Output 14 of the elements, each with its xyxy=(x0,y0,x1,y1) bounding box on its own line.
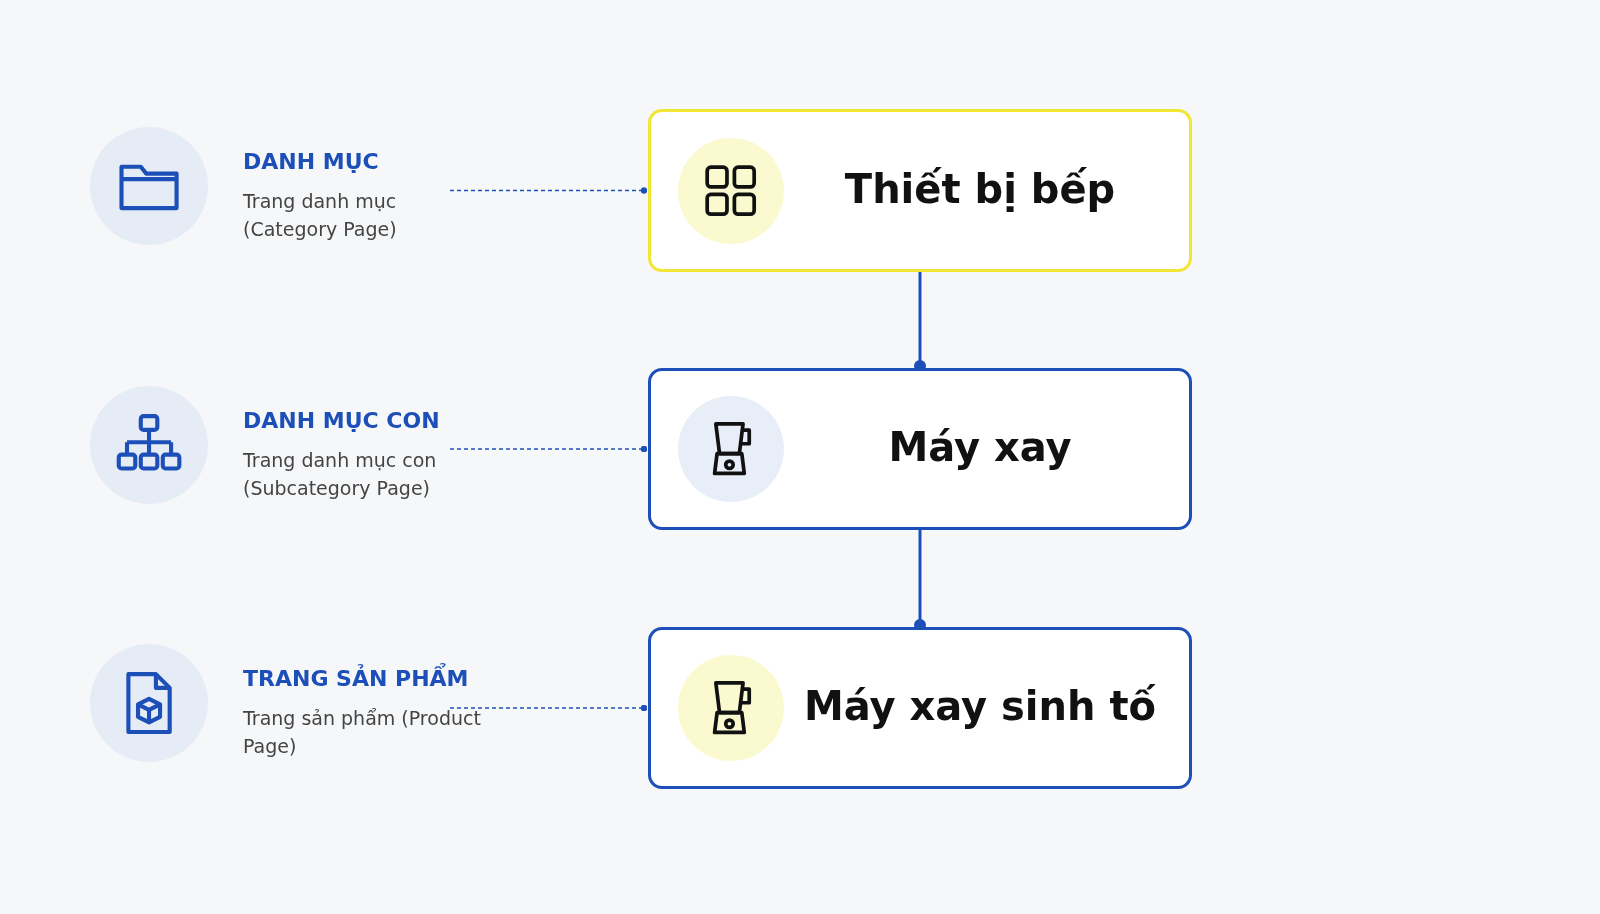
node-label: Máy xay sinh tố xyxy=(802,683,1158,729)
dotted-connector xyxy=(449,445,648,453)
level-heading: DANH MỤC CON xyxy=(243,408,440,433)
category-box xyxy=(648,368,1192,530)
node-label: Thiết bị bếp xyxy=(843,165,1117,212)
node-label: Máy xay xyxy=(887,424,1073,470)
page-type-description: Trang danh mục (Category Page) xyxy=(243,189,398,242)
page-type-description: Trang danh mục con (Subcategory Page) xyxy=(243,448,438,501)
dotted-connector xyxy=(449,704,648,712)
category-box xyxy=(648,109,1192,272)
category-box xyxy=(648,627,1192,789)
dotted-connector xyxy=(449,187,648,194)
page-type-description: Trang sản phẩm (Product Page) xyxy=(243,706,482,759)
level-heading: DANH MỤC xyxy=(243,149,379,174)
